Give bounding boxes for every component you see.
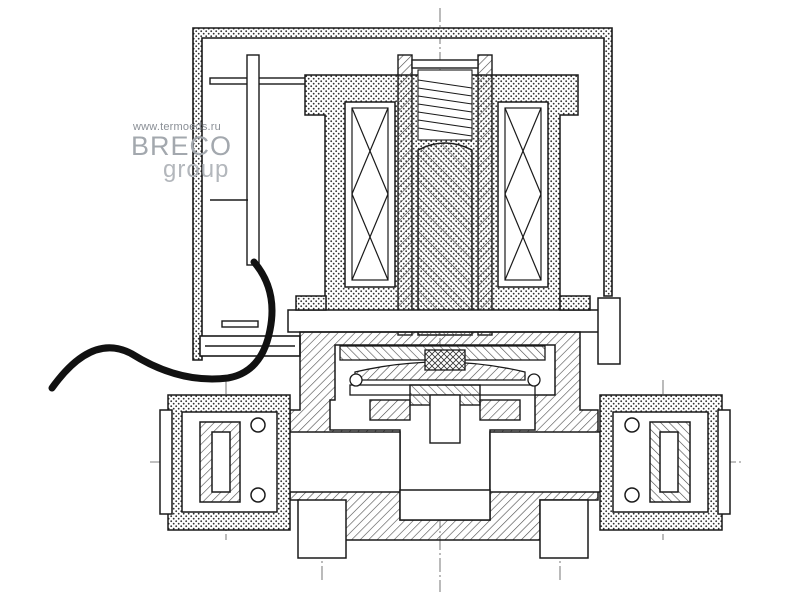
watermark-brand: BRECO <box>131 131 233 161</box>
inlet-fitting-left <box>159 394 291 531</box>
watermark-group: group <box>163 156 230 183</box>
power-cable <box>48 258 276 392</box>
coil-housing-cover <box>192 27 613 361</box>
return-spring <box>417 69 473 141</box>
terminal-connector <box>209 54 309 328</box>
plunger-armature <box>417 142 473 336</box>
coil-winding-left <box>351 107 389 281</box>
coil-winding-right <box>504 107 542 281</box>
watermark-url: www.termoeds.ru <box>133 121 221 133</box>
outlet-fitting-right <box>599 394 731 531</box>
valve-seat <box>369 384 521 444</box>
armature-guide-tube <box>397 54 493 336</box>
